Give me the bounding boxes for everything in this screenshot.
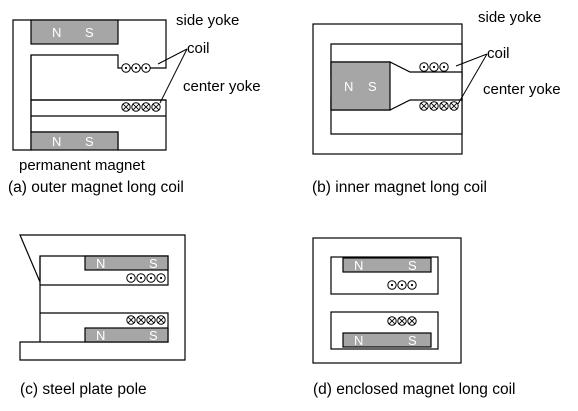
coil-cross-mark — [408, 317, 416, 325]
panel-b-coil-leader-bottom — [457, 53, 488, 105]
panel-c-magnet-top-south: S — [149, 256, 158, 271]
coil-dot-mark — [129, 276, 133, 280]
coil-cross-mark — [388, 317, 396, 325]
coil-cross-mark — [152, 103, 160, 111]
panel-d-enclosed-magnet-long-coil: N S N S (d) enclosed magnet long coil — [312, 237, 515, 398]
coil-dot-mark — [134, 66, 138, 70]
caption-b: (b) inner magnet long coil — [312, 179, 487, 196]
panel-b-inner-magnet-long-coil: N S side yoke coil center yoke (b) inner… — [312, 9, 561, 196]
coil-dot-mark — [149, 276, 153, 280]
panel-b-side-yoke-label: side yoke — [478, 9, 541, 26]
panel-c-coil-top — [126, 273, 166, 283]
coil-cross-mark — [420, 102, 428, 110]
panel-d-magnet-top — [342, 257, 432, 273]
coil-cross-mark — [127, 316, 135, 324]
coil-dot-mark — [159, 276, 163, 280]
coil-dot-mark — [390, 283, 394, 287]
panel-a-coil-leader-top — [157, 48, 188, 65]
coil-cross-mark — [122, 103, 130, 111]
panel-b-coil-top — [419, 62, 449, 72]
coil-cross-mark — [132, 103, 140, 111]
coil-cross-mark — [398, 317, 406, 325]
panel-a-magnet-top — [30, 19, 119, 45]
panel-c-yoke — [19, 234, 186, 361]
coil-cross-mark — [157, 316, 165, 324]
coil-cross-mark — [430, 102, 438, 110]
panel-d-magnet-bottom-south: S — [408, 333, 417, 348]
panel-b-coil-bottom — [419, 101, 459, 111]
panel-c-magnet-top-north: N — [96, 256, 105, 271]
panel-d-magnet-bottom-north: N — [354, 333, 363, 348]
coil-dot-mark — [124, 66, 128, 70]
panel-a-permanent-magnet-label: permanent magnet — [19, 157, 146, 174]
panel-a-center-yoke-label: center yoke — [183, 78, 261, 95]
coil-dot-mark — [442, 65, 446, 69]
panel-a-coil-top — [121, 63, 151, 73]
panel-c-magnet-bottom — [84, 327, 169, 343]
panel-a-magnet-top-south: S — [85, 25, 94, 40]
panel-b-coil-label: coil — [487, 45, 510, 62]
panel-b-magnet-south: S — [368, 79, 377, 94]
panel-d-coil-top — [387, 280, 417, 290]
panel-a-magnet-bottom-north: N — [52, 134, 61, 149]
panel-a-coil-bottom — [121, 102, 161, 112]
caption-d: (d) enclosed magnet long coil — [313, 381, 515, 398]
panel-b-center-yoke-label: center yoke — [483, 81, 561, 98]
caption-c: (c) steel plate pole — [20, 381, 147, 398]
coil-dot-mark — [139, 276, 143, 280]
coil-cross-mark — [440, 102, 448, 110]
panel-a-magnet-top-north: N — [52, 25, 61, 40]
panel-a-magnet-bottom-south: S — [85, 134, 94, 149]
coil-dot-mark — [144, 66, 148, 70]
panel-a-magnet-bottom — [30, 131, 119, 151]
panel-b-magnet-north: N — [344, 79, 353, 94]
coil-cross-mark — [450, 102, 458, 110]
panel-b-coil-leader-top — [455, 53, 488, 67]
coil-cross-mark — [142, 103, 150, 111]
panel-a-coil-label: coil — [187, 40, 210, 57]
caption-a: (a) outer magnet long coil — [8, 179, 184, 196]
panel-c-magnet-top — [84, 255, 169, 271]
panel-d-coil-bottom — [387, 316, 417, 326]
panel-c-steel-plate-pole: N S N S (c) steel plate pole — [19, 234, 186, 398]
coil-cross-mark — [147, 316, 155, 324]
coil-dot-mark — [400, 283, 404, 287]
panel-d-magnet-top-south: S — [408, 258, 417, 273]
panel-d-magnet-top-north: N — [354, 258, 363, 273]
coil-dot-mark — [432, 65, 436, 69]
panel-a-side-yoke-label: side yoke — [176, 12, 239, 29]
panel-d-magnet-bottom — [342, 332, 432, 348]
coil-dot-mark — [422, 65, 426, 69]
panel-c-magnet-bottom-north: N — [96, 328, 105, 343]
coil-dot-mark — [410, 283, 414, 287]
panel-a-outer-magnet-long-coil: N S N S side yoke coil center yoke perma… — [8, 12, 261, 196]
panel-a-coil-leader-bottom — [159, 48, 188, 104]
panel-c-coil-bottom — [126, 315, 166, 325]
panel-c-magnet-bottom-south: S — [149, 328, 158, 343]
panel-b-inner-magnet — [330, 61, 391, 111]
coil-cross-mark — [137, 316, 145, 324]
